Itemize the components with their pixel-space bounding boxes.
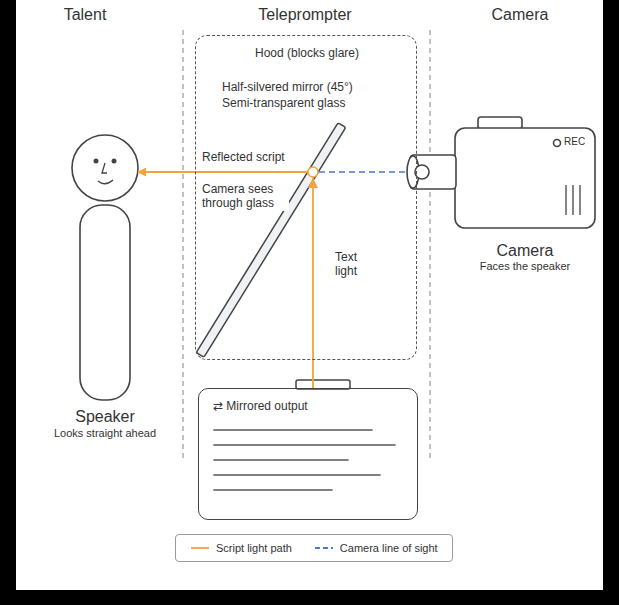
- mirror-pane: [196, 123, 346, 357]
- path-label: Camera sees through glass: [200, 182, 289, 211]
- connectors: [138, 172, 313, 388]
- eye: [112, 159, 117, 164]
- camera-node: RECCameraFaces the speaker: [403, 115, 597, 230]
- rec-label: REC: [564, 136, 585, 148]
- vent: [572, 185, 573, 215]
- legend-item: Script light path: [190, 542, 292, 554]
- legend-sample: [190, 544, 210, 552]
- hood-label: Hood (blocks glare): [196, 46, 418, 60]
- legend-item: Camera line of sight: [314, 542, 438, 554]
- camera-note: Faces the speaker: [445, 260, 605, 273]
- legend-text: Script light path: [216, 542, 292, 554]
- head: [72, 135, 138, 201]
- speaker-node: SpeakerLooks straight ahead: [72, 135, 138, 400]
- mirror-hit-point: [308, 167, 318, 177]
- divider-line: [182, 30, 183, 460]
- column-header: Teleprompter: [258, 5, 351, 24]
- arrow-head: [308, 178, 318, 188]
- script-line: [214, 474, 380, 476]
- legend-text: Camera line of sight: [340, 542, 438, 554]
- script-line: [214, 459, 348, 461]
- camera-drawing: [407, 117, 595, 228]
- eye: [94, 159, 99, 164]
- vent: [579, 185, 580, 215]
- column-dividers: [183, 30, 430, 460]
- divider-line: [429, 30, 430, 460]
- mirror-glass: [196, 123, 346, 357]
- legend-box: Script light path Camera line of sight: [175, 534, 453, 562]
- mirror-note: Semi-transparent glass: [222, 96, 345, 110]
- body: [80, 205, 130, 400]
- camera-vents: [566, 185, 580, 215]
- script-lines: [214, 430, 395, 490]
- sight-line: [319, 172, 406, 173]
- mouth: [98, 180, 113, 184]
- rec-light: [554, 140, 561, 147]
- column-header: Talent: [64, 5, 107, 24]
- vent: [565, 185, 566, 215]
- monitor-drawing: [214, 380, 395, 490]
- monitor-label: ⇄ Mirrored output: [213, 399, 308, 413]
- script-line: [214, 444, 395, 446]
- lens-glass: [415, 165, 429, 179]
- speaker-figure: [72, 135, 138, 400]
- path-label: Text light: [333, 250, 379, 279]
- script-line: [214, 489, 332, 491]
- legend-line: [315, 547, 333, 549]
- path-label: Reflected script: [200, 150, 287, 164]
- mirror-label: Half-silvered mirror (45°): [222, 80, 353, 94]
- speaker-note: Looks straight ahead: [15, 427, 195, 440]
- light-path: [138, 172, 313, 388]
- camera-sight-line: [319, 171, 406, 172]
- speaker-title: Speaker: [15, 407, 195, 426]
- camera-title: Camera: [445, 241, 605, 260]
- camera-body: [455, 128, 595, 228]
- nose: [102, 163, 107, 173]
- script-line: [214, 429, 372, 431]
- legend-sample: [314, 544, 334, 552]
- monitor-box: ⇄ Mirrored output: [198, 388, 418, 520]
- legend-line: [191, 547, 209, 549]
- column-header: Camera: [492, 5, 549, 24]
